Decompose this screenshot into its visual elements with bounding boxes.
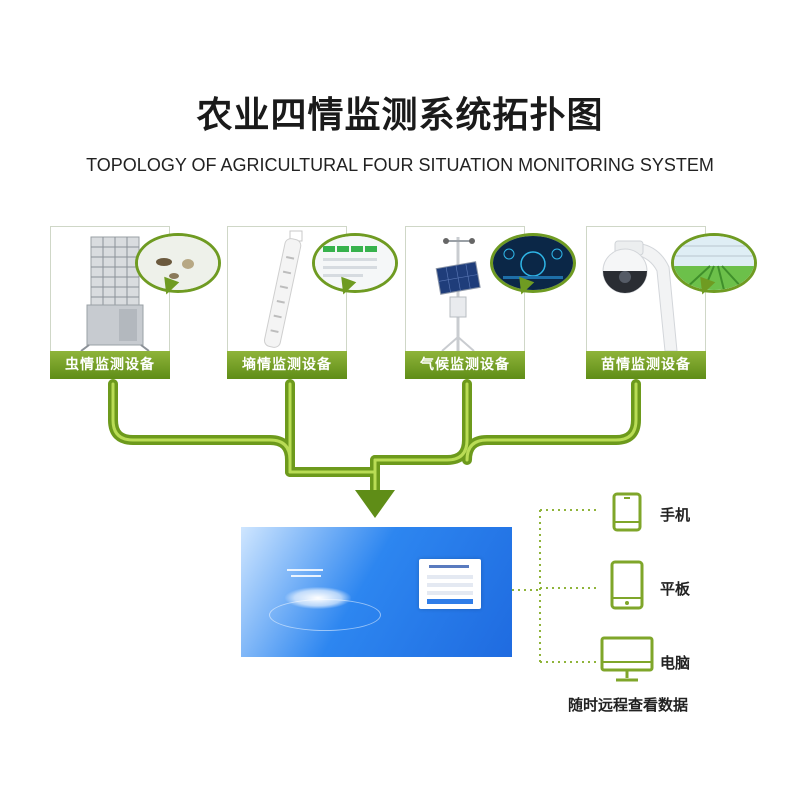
- login-panel: [419, 559, 481, 609]
- page-subtitle: TOPOLOGY OF AGRICULTURAL FOUR SITUATION …: [86, 155, 714, 175]
- greenhouse-view-bubble: [671, 233, 757, 293]
- login-button: [427, 599, 473, 604]
- insect-closeup-bubble: [135, 233, 221, 293]
- device-card-soil: 墒情监测设备: [227, 226, 398, 379]
- terminal-label-computer: 电脑: [660, 654, 691, 672]
- login-username-field: [427, 575, 473, 579]
- weather-station-icon: [406, 227, 524, 351]
- monitor-icon: [600, 636, 654, 682]
- platform-login-screen: [241, 527, 512, 657]
- weather-dashboard-bubble: [490, 233, 576, 293]
- tablet-icon: [610, 560, 644, 610]
- login-captcha-field: [427, 591, 473, 595]
- intro-line: [291, 575, 321, 577]
- platform-mountain: [285, 587, 351, 609]
- soil-dashboard-bubble: [312, 233, 398, 293]
- login-password-field: [427, 583, 473, 587]
- device-label: 虫情监测设备: [50, 351, 170, 379]
- insect-trap-icon: [51, 227, 169, 351]
- dotted-links: [512, 509, 600, 663]
- device-card-weather: 气候监测设备: [405, 226, 576, 379]
- page-title: 农业四情监测系统拓扑图: [196, 95, 604, 136]
- camera-icon: [587, 227, 705, 351]
- terminal-label-tablet: 平板: [660, 580, 691, 598]
- device-card-crop: 苗情监测设备: [586, 226, 757, 379]
- device-label: 气候监测设备: [405, 351, 525, 379]
- login-header: [429, 565, 469, 568]
- down-arrow-icon: [355, 490, 395, 518]
- soil-probe-icon: [228, 227, 346, 351]
- device-label: 苗情监测设备: [586, 351, 706, 379]
- phone-icon: [612, 492, 642, 532]
- terminal-label-phone: 手机: [660, 506, 691, 524]
- device-card-insect: 虫情监测设备: [50, 226, 221, 379]
- device-label: 墒情监测设备: [227, 351, 347, 379]
- connector-highlight: [111, 382, 638, 494]
- remote-view-label: 随时远程查看数据: [568, 696, 689, 714]
- intro-line: [287, 569, 323, 571]
